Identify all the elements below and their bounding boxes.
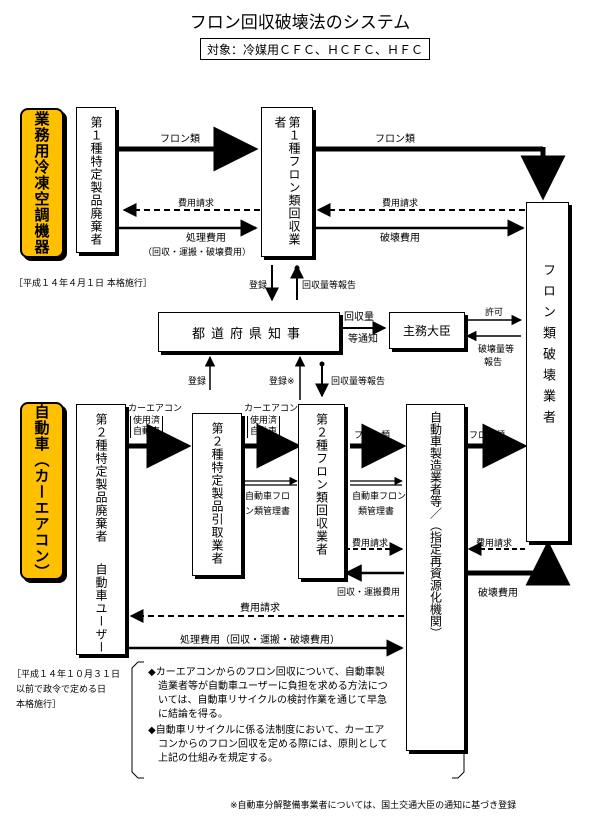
label-register-2: 登録 [188,377,207,387]
label-freon-4: フロン類 [469,431,506,441]
bullet-notes: ◆カーエアコンからのフロン回収について、自動車製 造業者等が自動車ユーザーに負担… [148,666,460,766]
type2-product-discarder-and-user: 第２種特定製品廃棄者 自動車ユーザー [76,404,126,655]
label-used-4: 自動車 [250,427,278,437]
note-bottom: ［平成１４年１０月３１日 以前で政令で定める日 本格施行］ [12,668,120,713]
label-manifest-2b: 類管理書 [358,507,395,517]
prefectural-governor-label: 都道府県知事 [191,326,306,342]
label-report-2: 回収量等報告 [331,377,386,387]
competent-minister: 主務大臣 [389,312,465,349]
subtitle: 対象：冷媒用ＣＦＣ、ＨＣＦＣ、ＨＦＣ [200,38,430,60]
automobile-manufacturer: 自動車製造業者等／（指定再資源化機関） [406,404,465,751]
freon-destroyer-label: フロン類破壊業者 [540,263,555,431]
bullet-1-line-2: 造業者等が自動車ユーザーに負担を求める方法につ [158,681,388,692]
label-destroy-cost-1: 破壊費用 [380,233,420,244]
competent-minister-label: 主務大臣 [402,324,451,338]
label-cost-2: 処理費用（回収・運搬・破壊費用） [180,635,340,646]
used-car-bracket-2: 使用済 自動車 [247,416,281,438]
commercial-equipment-tag: 業務用冷凍空調機器 [20,108,64,258]
type2-product-discarder-label: 第２種特定製品廃棄者 [94,413,108,543]
label-manifest-1b: ン類管理書 [245,507,291,517]
label-manifest-2a: 自動車フロン [352,492,407,502]
bullet-1: ◆カーエアコンからのフロン回収について、自動車製 造業者等が自動車ユーザーに負担… [148,666,460,722]
bullet-2-line-2: コンからのフロン回収を定める際には、原則として [158,739,388,750]
label-used-3: 使用済 [250,416,278,426]
commercial-equipment-label: 業務用冷凍空調機器 [32,111,51,255]
freon-destroyer: フロン類破壊業者 [526,202,569,542]
label-bill-5: 費用請求 [240,603,280,614]
type1-freon-collector-label: 第１種フロン類回収業者 [273,116,301,246]
automobile-label: 自動車（カーエアコン） [32,404,51,580]
label-used-1: 使用済 [133,416,161,426]
bullet-1-line-3: いては、自動車リサイクルの検討作業を通じて早急 [158,695,387,706]
used-car-bracket-1: 使用済 自動車 [130,416,164,438]
label-freon-3: フロン類 [354,431,391,441]
bullet-1-line-1: ◆カーエアコンからのフロン回収について、自動車製 [148,667,385,678]
label-car-ac-1: カーエアコン [128,404,183,414]
label-cost-1-sub: （回収・運搬・破壊費用） [143,248,252,258]
label-bill-2: 費用請求 [382,199,419,209]
label-cost-1: 処理費用 [186,233,226,244]
automobile-tag: 自動車（カーエアコン） [20,402,64,580]
label-freon-2: フロン類 [375,134,415,145]
note-top: ［平成１４年４月１日 本格施行］ [14,279,152,289]
label-bill-1: 費用請求 [178,199,215,209]
label-manifest-1a: 自動車フロ [245,492,291,502]
automobile-manufacturer-label: 自動車製造業者等／（指定再資源化機関） [428,411,443,639]
label-notify-1: 回収量 [344,312,374,323]
type1-freon-collector: 第１種フロン類回収業者 [261,107,313,257]
prefectural-governor: 都道府県知事 [158,312,340,352]
automobile-user-label: 自動車ユーザー [94,563,108,654]
note-bottom-line-3: 本格施行］ [16,700,62,710]
label-collect-cost: 回収・運搬費用 [337,588,401,598]
type2-freon-collector-label: 第２種フロン類回収業者 [314,413,329,556]
label-freon-1: フロン類 [160,134,200,145]
label-register-1: 登録 [249,281,268,291]
type2-product-taker: 第２種特定製品引取業者 [192,413,242,576]
label-car-ac-2: カーエアコン [244,404,299,414]
note-bottom-line-1: ［平成１４年１０月３１日 [12,670,121,680]
label-bill-3: 費用請求 [352,539,389,549]
bullet-2: ◆自動車リサイクルに係る法制度において、カーエア コンからのフロン回収を定める際… [148,724,460,766]
bullet-2-line-1: ◆自動車リサイクルに係る法制度において、カーエア [148,725,385,736]
type1-product-discarder-label: 第１種特定製品廃棄者 [89,116,103,246]
footnote: ※自動車分解整備事業者については、国土交通大臣の通知に基づき登録 [230,801,517,811]
label-permit: 許可 [485,308,504,318]
note-bottom-line-2: 以前で政令で定める日 [16,685,107,695]
label-report-destroy-2: 報告 [484,358,503,368]
type1-product-discarder: 第１種特定製品廃棄者 [76,107,116,253]
label-bill-4: 費用請求 [476,539,513,549]
label-notify-2: 等通知 [348,334,378,345]
type2-freon-collector: 第２種フロン類回収業者 [298,404,345,579]
label-report-1: 回収量等報告 [302,281,357,291]
label-used-2: 自動車 [133,427,161,437]
type2-product-taker-label: 第２種特定製品引取業者 [210,422,224,565]
label-destroy-cost-2: 破壊費用 [478,588,518,599]
label-register-3: 登録※ [269,377,295,387]
bullet-2-line-3: 上記の仕組みを規定する。 [158,753,278,764]
page-title: フロン回収破壊法のシステム [189,13,411,33]
bullet-1-line-4: に結論を得る。 [158,709,228,720]
label-report-destroy-1: 破壊量等 [478,345,515,355]
